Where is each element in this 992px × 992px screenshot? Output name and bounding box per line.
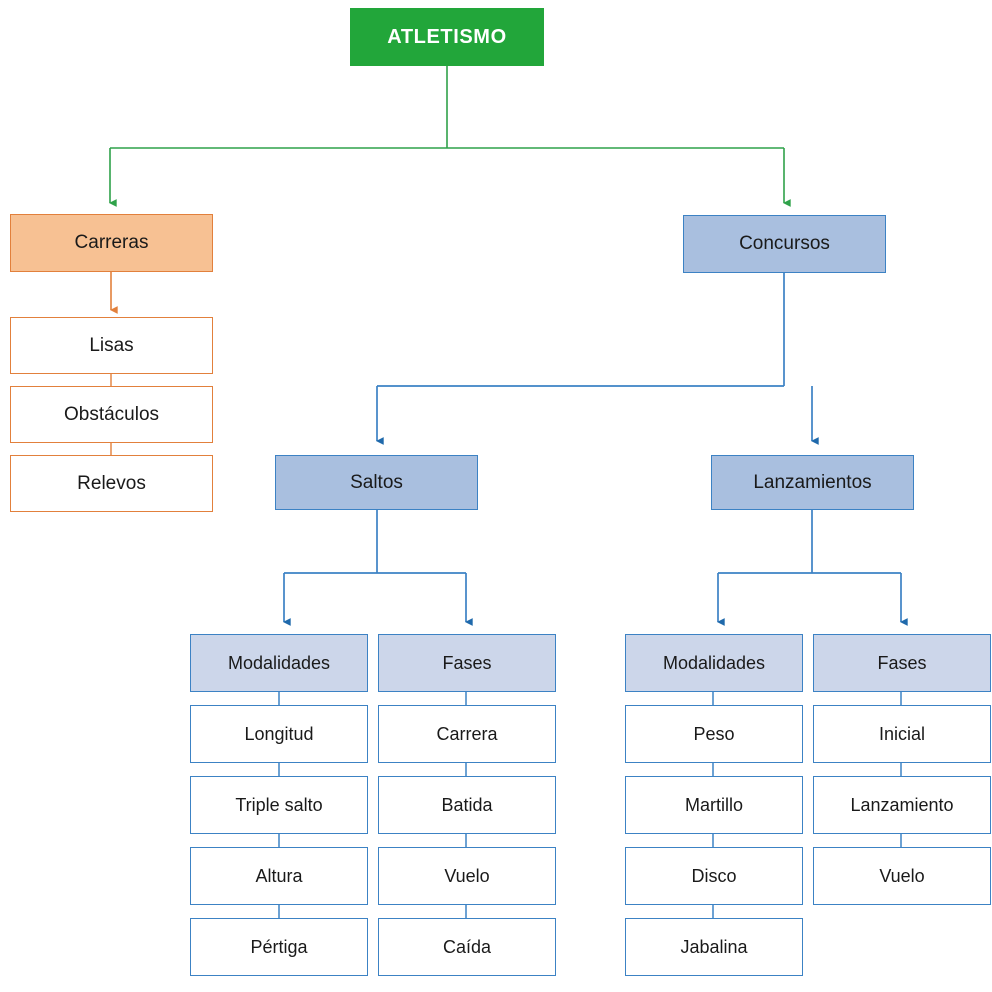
- node-concursos[interactable]: Concursos: [683, 215, 886, 273]
- node-lanzamientos-modalidades-peso[interactable]: Peso: [625, 705, 803, 763]
- column-header-lanzamientos-fases[interactable]: Fases: [813, 634, 991, 692]
- node-saltos-fases-carrera[interactable]: Carrera: [378, 705, 556, 763]
- node-lanzamientos-modalidades-martillo[interactable]: Martillo: [625, 776, 803, 834]
- node-lanzamientos-fases-vuelo[interactable]: Vuelo: [813, 847, 991, 905]
- node-lanzamientos-modalidades-disco[interactable]: Disco: [625, 847, 803, 905]
- node-carreras-item-obstaculos[interactable]: Obstáculos: [10, 386, 213, 443]
- node-saltos-modalidades-triple-salto[interactable]: Triple salto: [190, 776, 368, 834]
- connector-column-ticks: [278, 692, 902, 918]
- node-saltos-modalidades-pertiga[interactable]: Pértiga: [190, 918, 368, 976]
- column-header-saltos-fases[interactable]: Fases: [378, 634, 556, 692]
- node-saltos-modalidades-longitud[interactable]: Longitud: [190, 705, 368, 763]
- column-header-saltos-modalidades[interactable]: Modalidades: [190, 634, 368, 692]
- node-root-atletismo[interactable]: ATLETISMO: [350, 8, 544, 66]
- node-saltos[interactable]: Saltos: [275, 455, 478, 510]
- node-saltos-modalidades-altura[interactable]: Altura: [190, 847, 368, 905]
- node-saltos-fases-batida[interactable]: Batida: [378, 776, 556, 834]
- node-lanzamientos[interactable]: Lanzamientos: [711, 455, 914, 510]
- column-header-lanzamientos-modalidades[interactable]: Modalidades: [625, 634, 803, 692]
- node-saltos-fases-caida[interactable]: Caída: [378, 918, 556, 976]
- connector-lanzamientos-columns: [716, 510, 908, 626]
- node-carreras-item-lisas[interactable]: Lisas: [10, 317, 213, 374]
- node-carreras-item-relevos[interactable]: Relevos: [10, 455, 213, 512]
- connector-saltos-columns: [282, 510, 473, 626]
- node-saltos-fases-vuelo[interactable]: Vuelo: [378, 847, 556, 905]
- node-lanzamientos-fases-lanzamiento[interactable]: Lanzamiento: [813, 776, 991, 834]
- connector-concursos-split: [375, 273, 819, 445]
- node-carreras[interactable]: Carreras: [10, 214, 213, 272]
- connector-root-split: [108, 66, 791, 207]
- node-lanzamientos-fases-inicial[interactable]: Inicial: [813, 705, 991, 763]
- node-lanzamientos-modalidades-jabalina[interactable]: Jabalina: [625, 918, 803, 976]
